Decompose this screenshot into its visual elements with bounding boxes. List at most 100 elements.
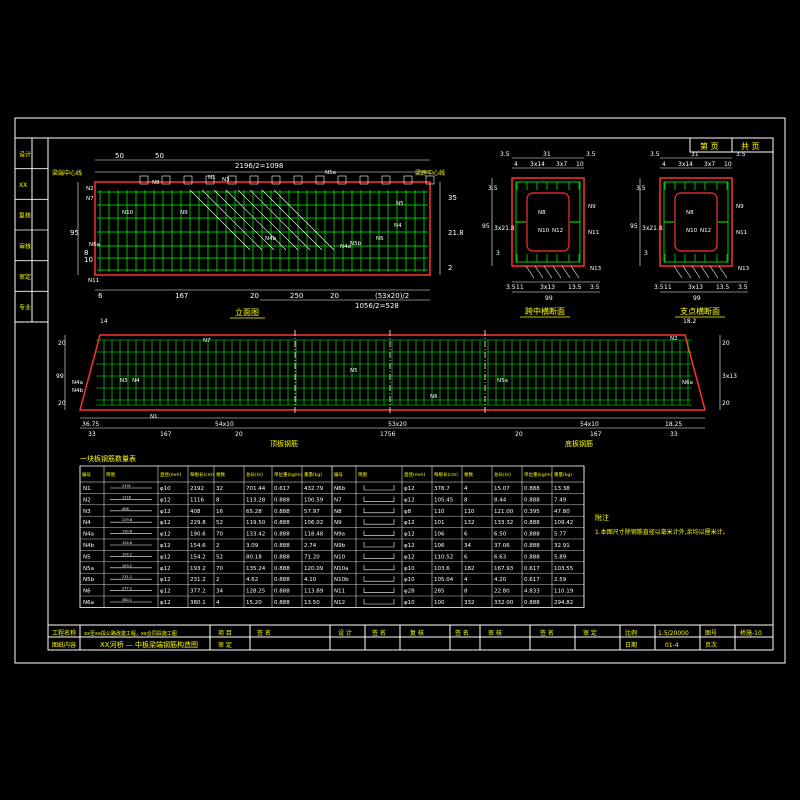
elev-bar-label: N5: [396, 201, 404, 207]
table-sketch-label: 380.1: [122, 598, 132, 602]
table-cell: N6b: [334, 486, 346, 492]
table-cell: 57.97: [304, 509, 320, 515]
end-dim-top-6: 3x7: [704, 161, 715, 168]
table-cell: 133.32: [494, 520, 513, 526]
table-cell: 110: [464, 509, 475, 515]
section-leader: [552, 265, 562, 279]
elev-left-note: 梁端中心线: [52, 169, 82, 177]
top-right-total: 共 页: [741, 142, 760, 151]
section-bar-label: N9: [736, 204, 744, 210]
table-cell: 4.20: [494, 577, 507, 583]
table-sketch: [363, 485, 395, 491]
table-caption: 一块板钢筋数量表: [80, 454, 136, 463]
section-bar-label: N13: [590, 266, 602, 272]
plan-dim-bot-5: 20: [515, 431, 523, 438]
tb-page-label: 页次: [705, 641, 717, 649]
table-cell: 0.888: [274, 600, 290, 606]
plan-dim-inner-5: 18.25: [665, 421, 682, 428]
table-cell: 0.617: [524, 577, 540, 583]
end-dim-top-7: 10: [724, 161, 732, 168]
table-header-cell-right: 单位重(kg/m): [524, 471, 553, 478]
table-cell: 101: [434, 520, 445, 526]
left-strip-cell: 复核: [19, 212, 31, 220]
mid-section-hollow: [526, 192, 570, 252]
elev-right-note: 梁跨中心线: [415, 169, 445, 177]
elev-bar-label: N1: [208, 175, 216, 181]
plan-outline: [79, 334, 706, 411]
tb-project-label: 工程名称: [52, 629, 76, 637]
elev-bar-label: N2: [86, 186, 94, 192]
tb-sign-2: 签 名: [372, 629, 386, 637]
plan-dim-inner-4: 54x10: [580, 421, 599, 428]
tb-date-label: 日期: [625, 641, 637, 649]
plan-dim-bot-7: 33: [670, 431, 678, 438]
elev-bar-label: N3: [222, 177, 230, 183]
table-cell: φ8: [404, 509, 412, 515]
table-cell: 0.888: [274, 497, 290, 503]
mid-dim-top-7: 10: [576, 161, 584, 168]
table-cell: 6: [464, 532, 468, 538]
table-cell: 4.833: [524, 589, 540, 595]
section-bar-label: N8: [538, 210, 546, 216]
table-cell: φ12: [404, 554, 415, 560]
table-cell: N8: [334, 509, 342, 515]
table-header-cell: 编号: [82, 471, 91, 478]
plan-bar-label: N3: [120, 378, 128, 384]
section-bar-label: N10: [686, 228, 698, 234]
table-cell: φ12: [160, 589, 171, 595]
elev-dim-top-2: 50: [155, 152, 164, 160]
elev-dim-bot-1: 6: [98, 292, 103, 300]
table-sketch: [363, 553, 395, 559]
table-sketch: [363, 542, 395, 548]
table-cell: 133.42: [246, 532, 265, 538]
section-bar-label: N13: [738, 266, 750, 272]
table-cell: 8: [464, 497, 468, 503]
section-leader: [525, 265, 535, 279]
tb-check-label: 审 定: [218, 641, 232, 649]
table-cell: N4a: [83, 532, 94, 538]
end-dim-bot-1: 3.5: [654, 284, 664, 291]
plan-bar-label: N1: [150, 414, 158, 420]
section-leader: [709, 265, 719, 279]
table-cell: 0.395: [524, 509, 540, 515]
elev-bar-label: N8: [152, 180, 160, 186]
elev-top-bar-mark: [205, 175, 215, 185]
section-bar-label: N12: [700, 228, 711, 234]
table-sketch-label: 2192: [122, 484, 131, 488]
table-cell: φ10: [160, 486, 171, 492]
elev-bar-label: N4b: [265, 236, 277, 242]
plan-bar-label: N7: [203, 338, 211, 344]
elev-bar-label: N7: [86, 196, 94, 202]
rebar-quantity-table: 一块板钢筋数量表 编号简图直径(mm)每根长(cm)根数总长(m)单位重(kg/…: [79, 454, 585, 608]
mid-dim-bot-7: 3.5: [590, 284, 600, 291]
mid-section-title: 跨中横断面: [525, 306, 565, 316]
elevation-view: 50 50 2196/2=1098 6 167 20 250 20 (53x20…: [52, 152, 464, 319]
table-cell: 15.20: [246, 600, 262, 606]
table-cell: 332: [464, 600, 475, 606]
table-cell: N9b: [334, 543, 346, 549]
end-dim-top-3: 3.5: [736, 151, 746, 158]
left-strip-cell: 专业: [19, 304, 31, 312]
tb-role-4: 审 定: [583, 629, 597, 637]
plan-dim-left-3: 20: [58, 400, 66, 407]
elev-dim-right-2: 21.8: [448, 229, 464, 237]
table-cell: 32.91: [554, 543, 570, 549]
end-dim-left-0: 95: [630, 223, 638, 230]
tb-role-1: 设 计: [338, 629, 352, 637]
table-header-cell: 根数: [216, 471, 225, 478]
left-strip-cell: XX: [19, 182, 27, 189]
table-cell: φ28: [404, 589, 415, 595]
table-cell: 120.09: [304, 566, 324, 572]
table-sketch: [363, 530, 395, 536]
notes-title: 附注: [595, 513, 609, 522]
plan-dim-top-1: 14: [100, 318, 108, 325]
end-dim-left-3: 3: [644, 250, 648, 257]
elevation-title: 立面图: [235, 307, 259, 317]
elev-top-bar-mark: [183, 175, 193, 185]
mid-dim-top-3: 3.5: [586, 151, 596, 158]
tb-sheet-no: 桥施-10: [740, 629, 762, 637]
table-cell: 110: [434, 509, 445, 515]
table-cell: 34: [216, 589, 223, 595]
plan-dim-right-1: 20: [722, 340, 730, 347]
